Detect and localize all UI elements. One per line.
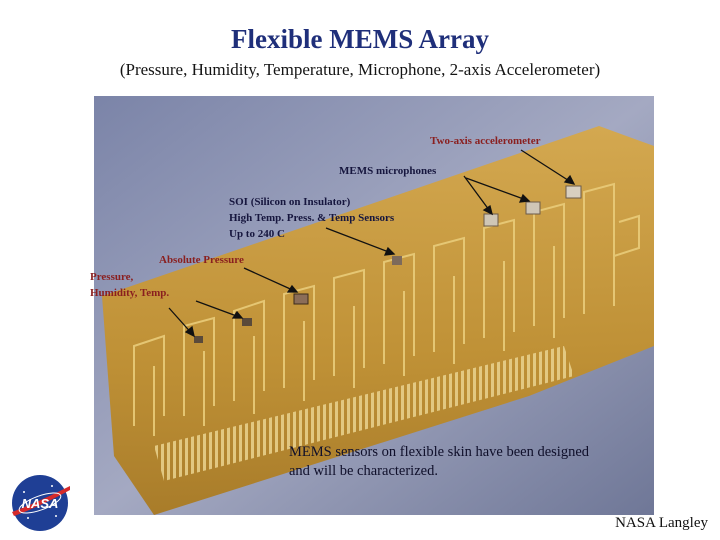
label-mems-microphones: MEMS microphones	[339, 165, 437, 177]
footer-credit: NASA Langley	[615, 515, 708, 531]
soi-chip	[392, 256, 402, 265]
flex-sheet	[102, 126, 654, 515]
label-soi-line3: Up to 240 C	[229, 228, 285, 240]
sensor-chips	[194, 185, 582, 343]
pressure-humidity-chip-2	[242, 318, 252, 326]
label-two-axis-accelerometer: Two-axis accelerometer	[430, 135, 541, 147]
nasa-meatball-logo: NASA	[8, 472, 72, 534]
connector-pins	[154, 346, 574, 481]
slide-subtitle: (Pressure, Humidity, Temperature, Microp…	[119, 60, 601, 79]
microphone-chip-1	[483, 213, 499, 227]
label-absolute-pressure: Absolute Pressure	[159, 254, 244, 266]
label-pressure-line1: Pressure,	[90, 271, 134, 283]
nasa-logo-icon: NASA	[12, 475, 70, 531]
absolute-pressure-chip	[293, 293, 309, 305]
caption: MEMS sensors on flexible skin have been …	[289, 443, 649, 481]
slide-title: Flexible MEMS Array	[231, 24, 489, 54]
accelerometer-chip	[565, 185, 582, 199]
nasa-logo-text: NASA	[22, 496, 59, 511]
label-pressure-line2: Humidity, Temp.	[90, 287, 170, 299]
label-soi-line1: SOI (Silicon on Insulator)	[229, 196, 351, 208]
caption-line2: and will be characterized.	[289, 463, 438, 479]
label-pressure-humidity-temp: Pressure, Humidity, Temp.	[90, 269, 169, 301]
pressure-humidity-chip	[194, 336, 203, 343]
callout-arrows	[168, 149, 576, 338]
label-soi-line2: High Temp. Press. & Temp Sensors	[229, 212, 395, 224]
caption-line1: MEMS sensors on flexible skin have been …	[289, 444, 590, 460]
mems-array-photo	[94, 96, 654, 515]
microphone-chip-2	[525, 201, 541, 215]
flex-skin-illustration	[94, 96, 654, 515]
label-soi-sensors: SOI (Silicon on Insulator) High Temp. Pr…	[229, 194, 394, 242]
